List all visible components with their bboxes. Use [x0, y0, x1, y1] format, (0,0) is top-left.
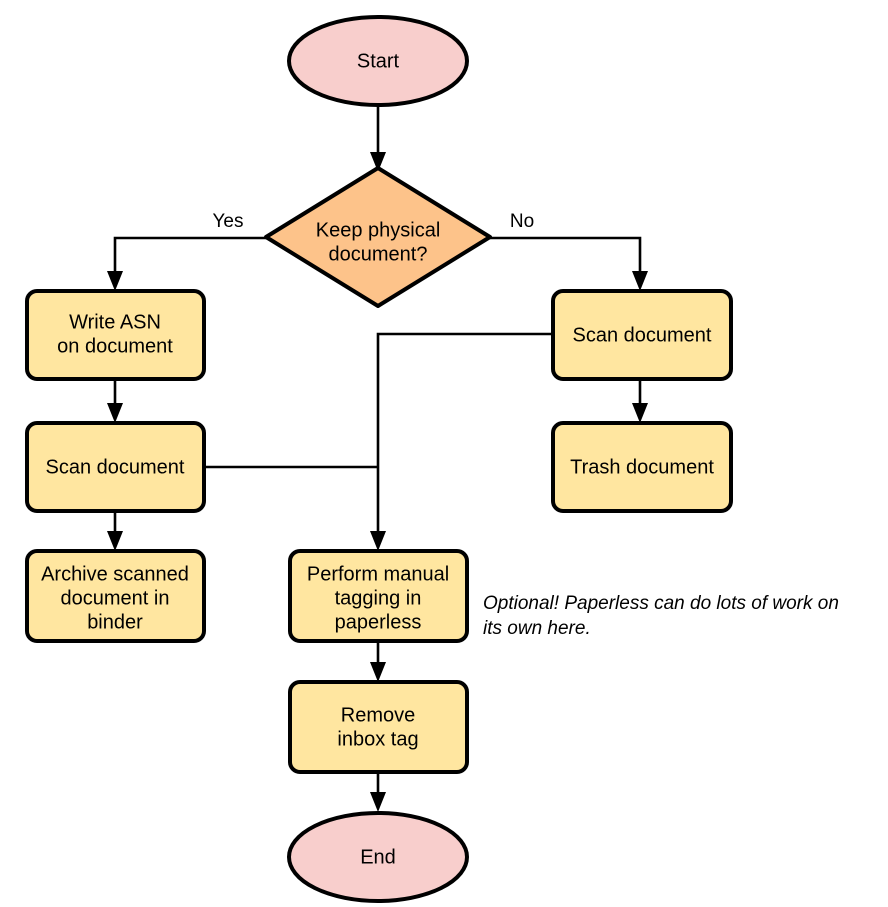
node-archive-label-line2: document in [61, 587, 170, 609]
node-remove-inbox-tag[interactable]: Remove inbox tag [288, 680, 469, 774]
node-remove-inbox-label-line2: inbox tag [337, 728, 418, 750]
decision-diamond-shape [264, 166, 492, 308]
node-tagging-label-line1: Perform manual [307, 563, 449, 585]
node-scan-document-right-label: Scan document [573, 324, 712, 346]
arrow-head-icon [370, 152, 386, 172]
node-archive-label-line3: binder [87, 611, 143, 633]
node-trash-document[interactable]: Trash document [551, 421, 733, 513]
node-end[interactable]: End [287, 811, 469, 903]
node-decision-label-line1: Keep physical [316, 219, 441, 241]
edge-start-to-decision [370, 105, 386, 172]
edge-decision-yes-to-write-asn [107, 236, 266, 291]
start-ellipse-shape [287, 15, 469, 107]
node-remove-inbox-label-line1: Remove [341, 704, 415, 726]
edge-remove-inbox-to-end [370, 772, 386, 812]
node-write-asn-label-line1: Write ASN [69, 311, 161, 333]
node-scan-document-left[interactable]: Scan document [25, 421, 206, 513]
end-ellipse-shape [287, 811, 469, 903]
write-asn-box-shape [25, 289, 206, 381]
node-start-label: Start [357, 50, 400, 72]
node-decision-keep-physical-document[interactable]: Keep physical document? [264, 166, 492, 308]
arrow-head-icon [107, 531, 123, 551]
node-tagging-label-line2: tagging in [335, 587, 422, 609]
arrow-head-icon [107, 271, 123, 291]
node-archive-scanned-document[interactable]: Archive scanned document in binder [25, 549, 206, 643]
node-scan-document-left-label: Scan document [46, 456, 185, 478]
node-perform-manual-tagging[interactable]: Perform manual tagging in paperless [288, 549, 469, 643]
node-write-asn-label-line2: on document [57, 335, 173, 357]
node-scan-document-right[interactable]: Scan document [551, 289, 733, 381]
scan-document-right-box-shape [551, 289, 733, 381]
edge-write-asn-to-scan-left [107, 379, 123, 423]
edge-scan-right-to-trash [632, 379, 648, 423]
scan-document-left-box-shape [25, 421, 206, 513]
node-decision-label-line2: document? [329, 243, 428, 265]
remove-inbox-box-shape [288, 680, 469, 774]
annotation-note-line2: its own here. [483, 618, 591, 639]
annotation-note-line1: Optional! Paperless can do lots of work … [483, 593, 839, 614]
node-trash-document-label: Trash document [570, 456, 714, 478]
tagging-box-shape [288, 549, 469, 643]
annotation-optional-note: Optional! Paperless can do lots of work … [483, 593, 839, 639]
archive-box-shape [25, 549, 206, 643]
arrow-head-icon [632, 403, 648, 423]
arrow-head-icon [370, 531, 386, 551]
arrow-head-icon [107, 403, 123, 423]
edge-scan-left-to-archive [107, 511, 123, 551]
node-start[interactable]: Start [287, 15, 469, 107]
node-archive-label-line1: Archive scanned [41, 563, 189, 585]
edge-label-no: No [510, 211, 534, 232]
trash-document-box-shape [551, 421, 733, 513]
arrow-head-icon [370, 792, 386, 812]
arrow-head-icon [632, 271, 648, 291]
node-end-label: End [360, 846, 396, 868]
node-tagging-label-line3: paperless [335, 611, 422, 633]
arrow-head-icon [370, 662, 386, 682]
edge-decision-no-to-scan-right [490, 236, 648, 291]
edge-scan-right-to-tagging [370, 332, 553, 551]
edge-label-yes: Yes [213, 211, 244, 232]
node-write-asn-on-document[interactable]: Write ASN on document [25, 289, 206, 381]
edge-tagging-to-remove-inbox [370, 641, 386, 682]
